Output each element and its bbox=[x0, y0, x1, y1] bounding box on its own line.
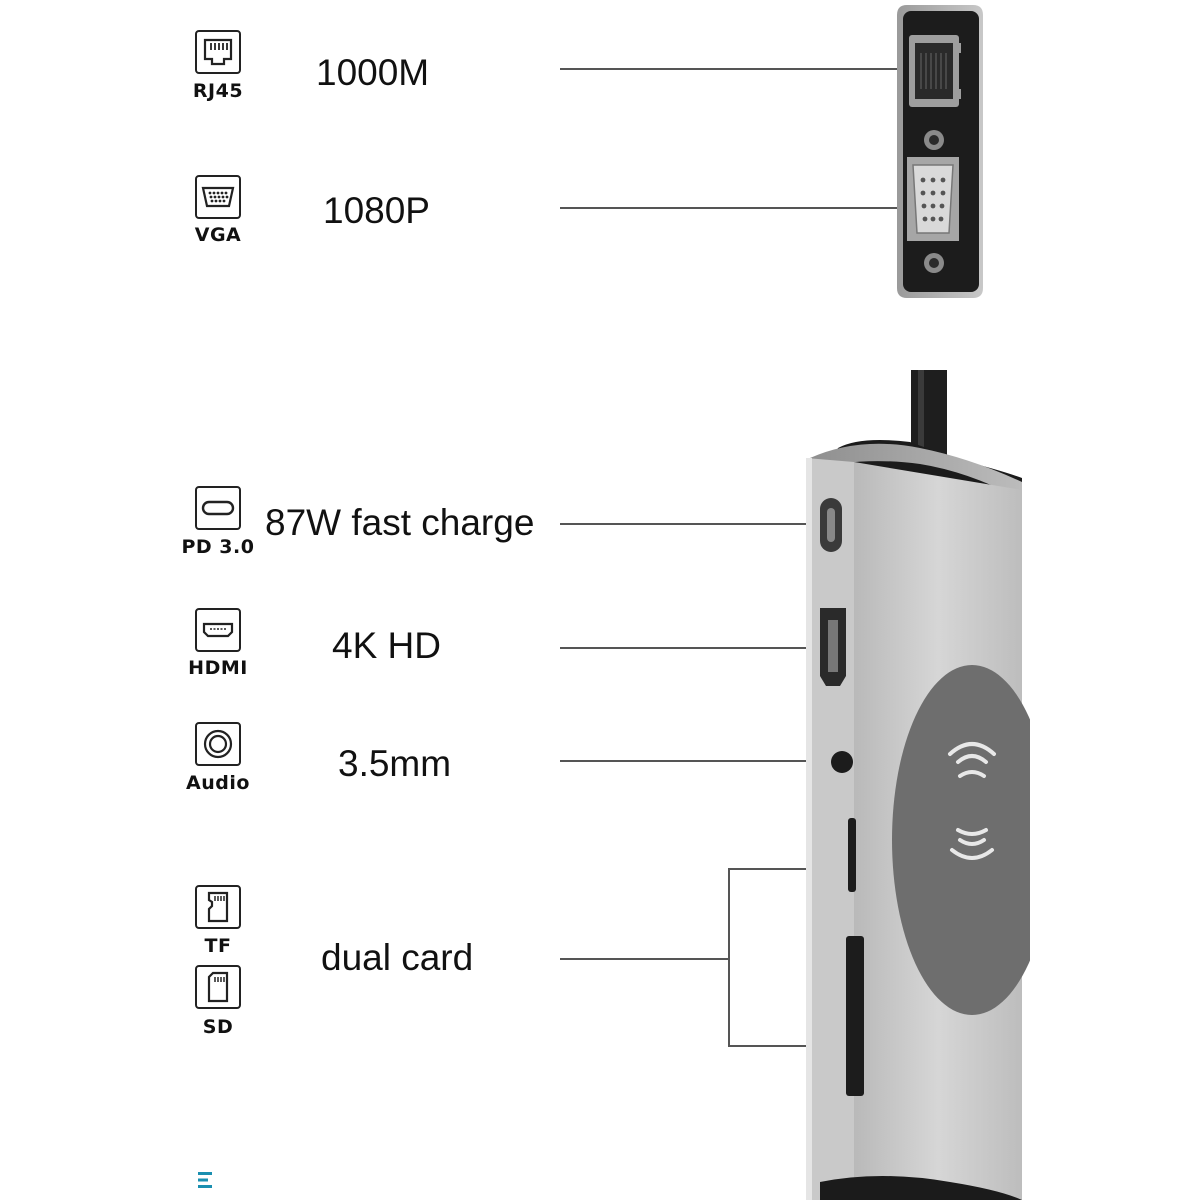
rj45-leader-line bbox=[560, 68, 905, 70]
audio-feature: 3.5mm bbox=[338, 743, 452, 784]
rj45-icon-box bbox=[195, 30, 241, 74]
pd-leader-line bbox=[560, 523, 822, 525]
vga-port bbox=[907, 157, 959, 241]
vga-leader-line bbox=[560, 207, 905, 209]
vga-feature: 1080P bbox=[323, 190, 430, 231]
pd-label: PD 3.0 bbox=[181, 536, 255, 558]
tf-slot bbox=[848, 818, 856, 892]
sd-slot bbox=[846, 936, 864, 1096]
tf-label: TF bbox=[204, 935, 232, 957]
audio-jack-icon bbox=[203, 729, 233, 759]
tf-icon-box bbox=[195, 885, 241, 929]
hdmi-label: HDMI bbox=[188, 657, 248, 679]
usb-c-icon bbox=[201, 500, 235, 516]
audio-leader-line bbox=[560, 760, 822, 762]
sd-bracket-line bbox=[728, 1045, 822, 1047]
audio-port bbox=[831, 751, 853, 773]
dual-card-feature: dual card bbox=[321, 937, 474, 978]
brand-mark-icon bbox=[196, 1170, 214, 1190]
audio-label: Audio bbox=[186, 772, 250, 794]
audio-icon-box bbox=[195, 722, 241, 766]
tf-bracket-line bbox=[728, 868, 822, 870]
vga-icon-box bbox=[195, 175, 241, 219]
rj45-label: RJ45 bbox=[192, 80, 244, 102]
rj45-feature: 1000M bbox=[316, 52, 430, 93]
hdmi-icon bbox=[202, 622, 234, 638]
card-leader-line bbox=[560, 958, 730, 960]
sd-icon-box bbox=[195, 965, 241, 1009]
vga-label: VGA bbox=[194, 224, 242, 246]
rj45-icon bbox=[203, 38, 233, 66]
usb-c-icon-box bbox=[195, 486, 241, 530]
hdmi-leader-line bbox=[560, 647, 822, 649]
rj45-port bbox=[909, 35, 961, 107]
sd-label: SD bbox=[202, 1016, 234, 1038]
hub-body bbox=[800, 370, 1030, 1200]
hdmi-icon-box bbox=[195, 608, 241, 652]
tf-card-icon bbox=[207, 891, 229, 923]
vga-icon bbox=[201, 186, 235, 208]
pd-feature: 87W fast charge bbox=[265, 502, 535, 543]
sd-card-icon bbox=[207, 971, 229, 1003]
hub-end-panel bbox=[893, 5, 983, 298]
hdmi-feature: 4K HD bbox=[332, 625, 441, 666]
card-bracket-line bbox=[728, 868, 730, 1046]
